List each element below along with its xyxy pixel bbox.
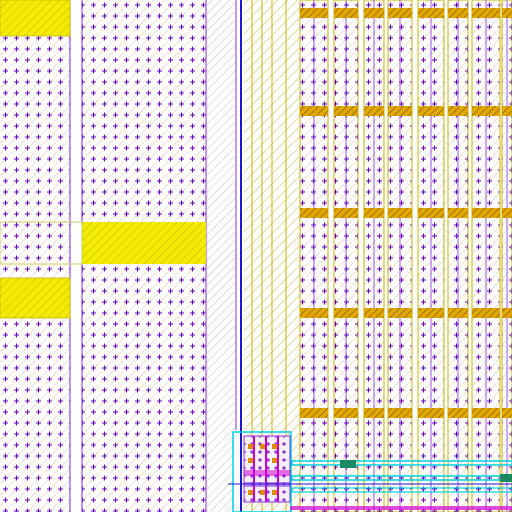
finger-via-strip[interactable]	[472, 106, 500, 116]
cell-via	[260, 444, 265, 449]
cell-via	[272, 458, 277, 463]
finger-via-strip[interactable]	[418, 106, 444, 116]
cell-via	[248, 444, 253, 449]
finger-via-strip[interactable]	[472, 408, 500, 418]
diffusion-block-left[interactable]	[0, 0, 70, 512]
finger-outline	[501, 0, 512, 512]
contact-block[interactable]	[82, 222, 206, 264]
finger-via-strip[interactable]	[502, 208, 512, 218]
finger-via-strip[interactable]	[388, 308, 412, 318]
finger-via-strip[interactable]	[418, 408, 444, 418]
finger-via-strip[interactable]	[418, 308, 444, 318]
finger-via-strip[interactable]	[448, 308, 468, 318]
finger-via-strip[interactable]	[300, 106, 328, 116]
finger-via-strip[interactable]	[418, 8, 444, 18]
finger-via-strip[interactable]	[364, 106, 384, 116]
bus-green-pad[interactable]	[340, 460, 356, 468]
cell-via	[272, 444, 277, 449]
cell-metal-strap	[244, 470, 290, 476]
contact-block[interactable]	[0, 0, 70, 36]
finger-via-strip[interactable]	[448, 106, 468, 116]
finger-outline	[387, 0, 413, 512]
bus-cyan[interactable]	[291, 475, 512, 481]
finger-via-strip[interactable]	[418, 208, 444, 218]
cell-boundary	[232, 431, 292, 512]
cell-via	[248, 458, 253, 463]
cell-via	[260, 490, 265, 495]
contact-block[interactable]	[0, 278, 70, 318]
finger-via-strip[interactable]	[334, 8, 358, 18]
finger-via-strip[interactable]	[502, 8, 512, 18]
finger-outline	[447, 0, 469, 512]
finger-via-strip[interactable]	[300, 8, 328, 18]
finger-outline	[363, 0, 385, 512]
finger-via-strip[interactable]	[334, 408, 358, 418]
finger-outline	[333, 0, 359, 512]
finger-via-strip[interactable]	[334, 106, 358, 116]
finger-via-strip[interactable]	[472, 8, 500, 18]
cell-via	[248, 490, 253, 495]
bus-magenta[interactable]	[290, 506, 512, 510]
bus-green-pad[interactable]	[500, 474, 512, 482]
finger-via-strip[interactable]	[502, 106, 512, 116]
finger-via-strip[interactable]	[300, 208, 328, 218]
poly-outline-band	[0, 0, 71, 37]
spacer-hatch	[207, 0, 235, 512]
finger-via-strip[interactable]	[448, 408, 468, 418]
finger-via-strip[interactable]	[388, 408, 412, 418]
finger-via-strip[interactable]	[300, 308, 328, 318]
finger-via-strip[interactable]	[334, 208, 358, 218]
finger-via-strip[interactable]	[388, 106, 412, 116]
finger-via-strip[interactable]	[502, 408, 512, 418]
poly-outline-band	[0, 277, 71, 319]
finger-via-strip[interactable]	[334, 308, 358, 318]
finger-via-strip[interactable]	[364, 408, 384, 418]
finger-outline	[299, 0, 329, 512]
poly-outline-band	[0, 221, 83, 265]
cell-via	[272, 490, 277, 495]
finger-outline	[471, 0, 501, 512]
bus-cyan[interactable]	[291, 487, 512, 493]
finger-via-strip[interactable]	[364, 8, 384, 18]
finger-outline	[417, 0, 445, 512]
finger-via-strip[interactable]	[448, 8, 468, 18]
finger-via-strip[interactable]	[388, 8, 412, 18]
bus-cyan[interactable]	[291, 460, 512, 466]
finger-array	[299, 0, 512, 512]
finger-via-strip[interactable]	[364, 308, 384, 318]
finger-via-strip[interactable]	[300, 408, 328, 418]
finger-via-strip[interactable]	[502, 308, 512, 318]
finger-via-strip[interactable]	[472, 308, 500, 318]
finger-via-strip[interactable]	[472, 208, 500, 218]
finger-via-strip[interactable]	[388, 208, 412, 218]
finger-via-strip[interactable]	[448, 208, 468, 218]
finger-via-strip[interactable]	[364, 208, 384, 218]
